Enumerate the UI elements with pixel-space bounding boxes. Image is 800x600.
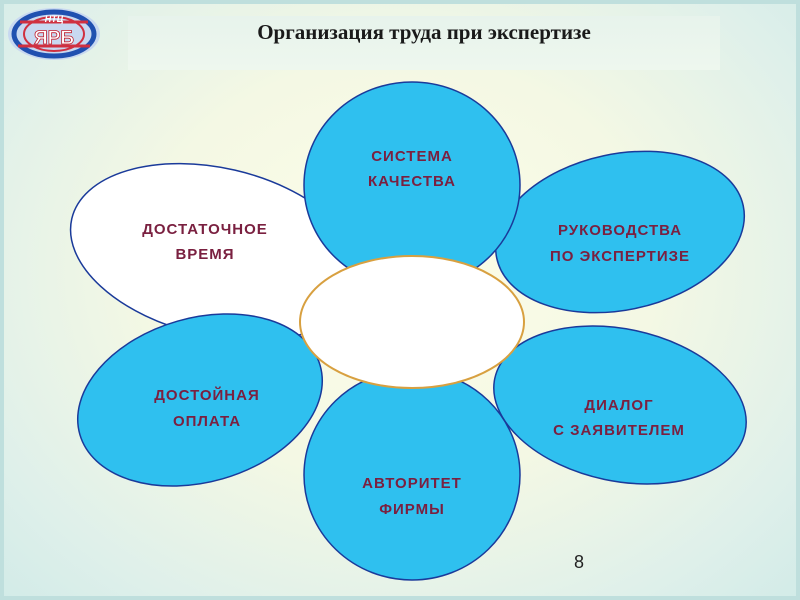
logo-ring — [11, 9, 97, 59]
petal-quality-line2: КАЧЕСТВА — [368, 173, 456, 190]
page-number: 8 — [574, 552, 585, 572]
slide-border — [796, 0, 800, 600]
petal-pay-line2: ОПЛАТА — [173, 413, 241, 430]
title-band — [128, 16, 720, 70]
slide-border — [0, 596, 800, 600]
petal-pay-shape — [76, 313, 324, 487]
petal-dialog-shape — [493, 325, 747, 485]
petal-time-line2: ВРЕМЯ — [175, 246, 234, 263]
petal-dialog-line2: С ЗАЯВИТЕЛЕМ — [553, 422, 685, 439]
logo-small-text: НТЦ — [45, 14, 64, 24]
logo-stripe — [18, 20, 90, 48]
petal-guides-line1: РУКОВОДСТВА — [558, 222, 682, 239]
slide-border — [0, 0, 4, 600]
petal-pay-line1: ДОСТОЙНАЯ — [154, 386, 260, 404]
petal-guides-shape — [494, 150, 746, 314]
petal-guides-line2: ПО ЭКСПЕРТИЗЕ — [550, 248, 690, 265]
flower-center — [299, 255, 525, 389]
petal-reputation-line1: АВТОРИТЕТ — [362, 475, 462, 492]
slide-border — [0, 0, 800, 4]
logo-big-text: ЯРБ — [34, 28, 74, 49]
petal-time-line1: ДОСТАТОЧНОЕ — [142, 221, 268, 238]
company-logo: НТЦ ЯРБ — [8, 8, 100, 60]
petal-dialog-line1: ДИАЛОГ — [584, 397, 653, 414]
petal-reputation-line2: ФИРМЫ — [379, 501, 445, 518]
slide-title: Организация труда при экспертизе — [257, 20, 591, 44]
logo-ring-inner — [23, 16, 85, 52]
petal-quality-line1: СИСТЕМА — [371, 148, 453, 165]
